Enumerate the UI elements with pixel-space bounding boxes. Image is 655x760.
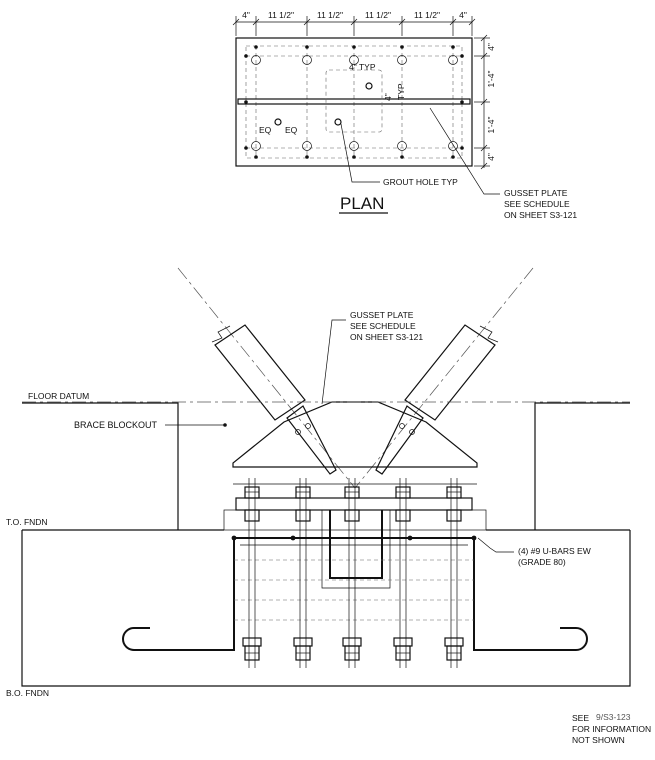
- plan-gusset-label-3: ON SHEET S3-121: [504, 210, 577, 220]
- note-ref: 9/S3-123: [596, 712, 631, 722]
- u-bars: [122, 535, 588, 651]
- blockout-right-edge: [534, 402, 630, 530]
- plan-top-dimension-ticks: [232, 16, 476, 36]
- ubars-label-1: (4) #9 U-BARS EW: [518, 546, 591, 556]
- plan-dim-top-3: 11 1/2": [317, 10, 343, 20]
- plan-shear-lug-outline: [325, 69, 383, 133]
- plan-anchor-bolts: [244, 45, 464, 159]
- plan-grout-label: GROUT HOLE TYP: [383, 177, 458, 187]
- plan-gusset-label-2: SEE SCHEDULE: [504, 199, 570, 209]
- left-brace-break-line: [211, 325, 231, 343]
- right-brace-tube: [404, 324, 496, 421]
- elevation-view: FLOOR DATUM BRACE BLOCKOUT T.O. FNDN B.O…: [6, 267, 631, 698]
- anchor-rods: [242, 478, 464, 668]
- plan-grout-hole-1: [365, 82, 373, 90]
- left-brace-centerline: [177, 267, 356, 489]
- plan-dim-top-2: 11 1/2": [268, 10, 294, 20]
- plan-view: 4" 11 1/2" 11 1/2" 11 1/2" 11 1/2" 4" 4"…: [232, 10, 577, 220]
- elev-gusset-leader: [321, 319, 346, 405]
- plan-gusset-label-1: GUSSET PLATE: [504, 188, 568, 198]
- plan-title: PLAN: [340, 194, 384, 213]
- plan-gusset-leader: [429, 107, 500, 195]
- brace-blockout-label: BRACE BLOCKOUT: [74, 420, 158, 430]
- ubars-leader: [477, 537, 514, 553]
- plan-grout-hole-2: [334, 118, 342, 126]
- plan-right-dimension-ticks: [474, 34, 490, 170]
- plan-typ-vert-b: TYP: [396, 83, 406, 100]
- right-brace-knife-plate: [375, 405, 424, 475]
- foundation-outline: [21, 530, 631, 687]
- to-fndn-label: T.O. FNDN: [6, 517, 48, 527]
- plan-dim-right-1: 4": [486, 43, 496, 51]
- floor-datum-label: FLOOR DATUM: [28, 391, 89, 401]
- shear-lug: [329, 510, 383, 579]
- plan-typ-label: 4" TYP: [349, 62, 376, 72]
- right-brace-break-line: [479, 325, 499, 343]
- plan-dim-top-4: 11 1/2": [365, 10, 391, 20]
- elev-gusset-plate: [232, 401, 478, 468]
- plan-dim-right-4: 4": [486, 153, 496, 161]
- bo-fndn-label: B.O. FNDN: [6, 688, 49, 698]
- left-brace-tube: [214, 324, 306, 421]
- plan-eq-a: EQ: [259, 125, 272, 135]
- note-line3: NOT SHOWN: [572, 735, 625, 745]
- blockout-left-edge: [22, 402, 179, 530]
- elev-gusset-label-1: GUSSET PLATE: [350, 310, 414, 320]
- elev-base-plate: [235, 497, 473, 511]
- plan-dim-right-3: 1'-4": [486, 117, 496, 134]
- note-see: SEE: [572, 713, 589, 723]
- left-brace-knife-plate: [286, 405, 337, 475]
- plan-gusset-plate: [237, 98, 471, 105]
- right-brace-centerline: [354, 267, 534, 489]
- rebar-hidden-lines: [234, 559, 474, 621]
- plan-grout-leader: [340, 123, 380, 183]
- plan-eq-b: EQ: [285, 125, 298, 135]
- plan-typ-vert-a: 4": [383, 93, 393, 101]
- elev-gusset-label-2: SEE SCHEDULE: [350, 321, 416, 331]
- plan-dim-top-1: 4": [242, 10, 250, 20]
- plan-dim-top-5: 11 1/2": [414, 10, 440, 20]
- ubars-label-2: (GRADE 80): [518, 557, 566, 567]
- plan-base-plate: [235, 37, 473, 167]
- elev-gusset-label-3: ON SHEET S3-121: [350, 332, 423, 342]
- plan-dim-top-6: 4": [459, 10, 467, 20]
- reference-note: SEE 9/S3-123 FOR INFORMATION NOT SHOWN: [572, 712, 651, 745]
- plan-dim-right-2: 1'-4": [486, 71, 496, 88]
- plan-grout-hole-3: [274, 118, 282, 126]
- note-line2: FOR INFORMATION: [572, 724, 651, 734]
